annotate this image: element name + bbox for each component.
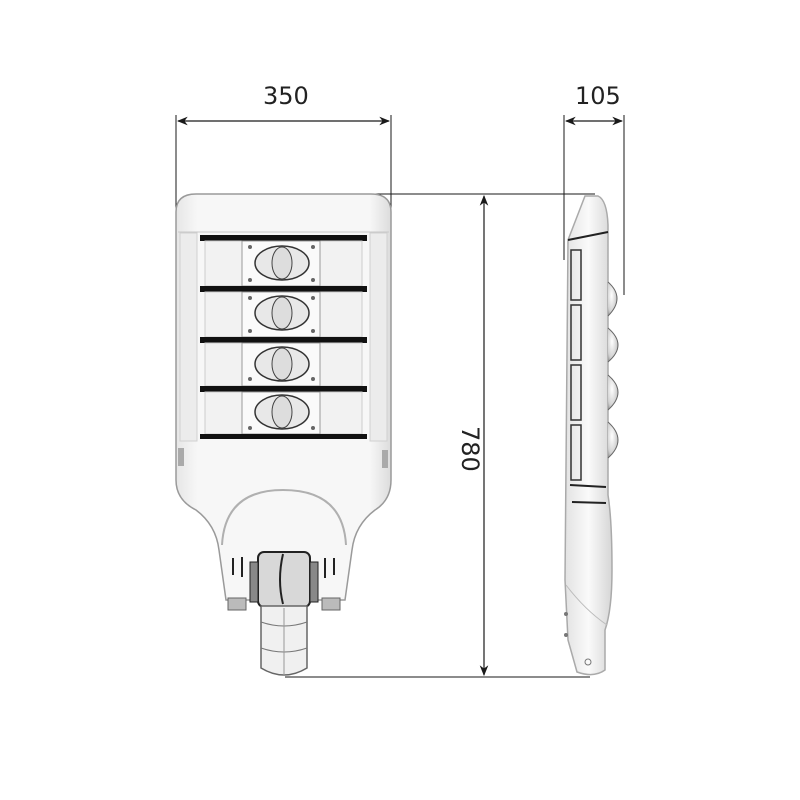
length-dimension-label: 780 [456, 426, 484, 472]
led-module-2 [200, 286, 367, 338]
side-view [564, 195, 619, 676]
width-dimension-label: 350 [263, 82, 309, 110]
dimension-depth [563, 115, 625, 295]
led-module-3 [200, 337, 367, 387]
led-module-1 [200, 235, 367, 287]
pole-spigot [260, 605, 308, 676]
front-view [175, 193, 392, 676]
led-domes [607, 281, 619, 459]
dimension-width [175, 115, 392, 222]
dimension-length [285, 193, 595, 678]
depth-dimension-label: 105 [575, 82, 621, 110]
led-module-4 [200, 386, 367, 439]
pole-clamp [227, 551, 341, 611]
